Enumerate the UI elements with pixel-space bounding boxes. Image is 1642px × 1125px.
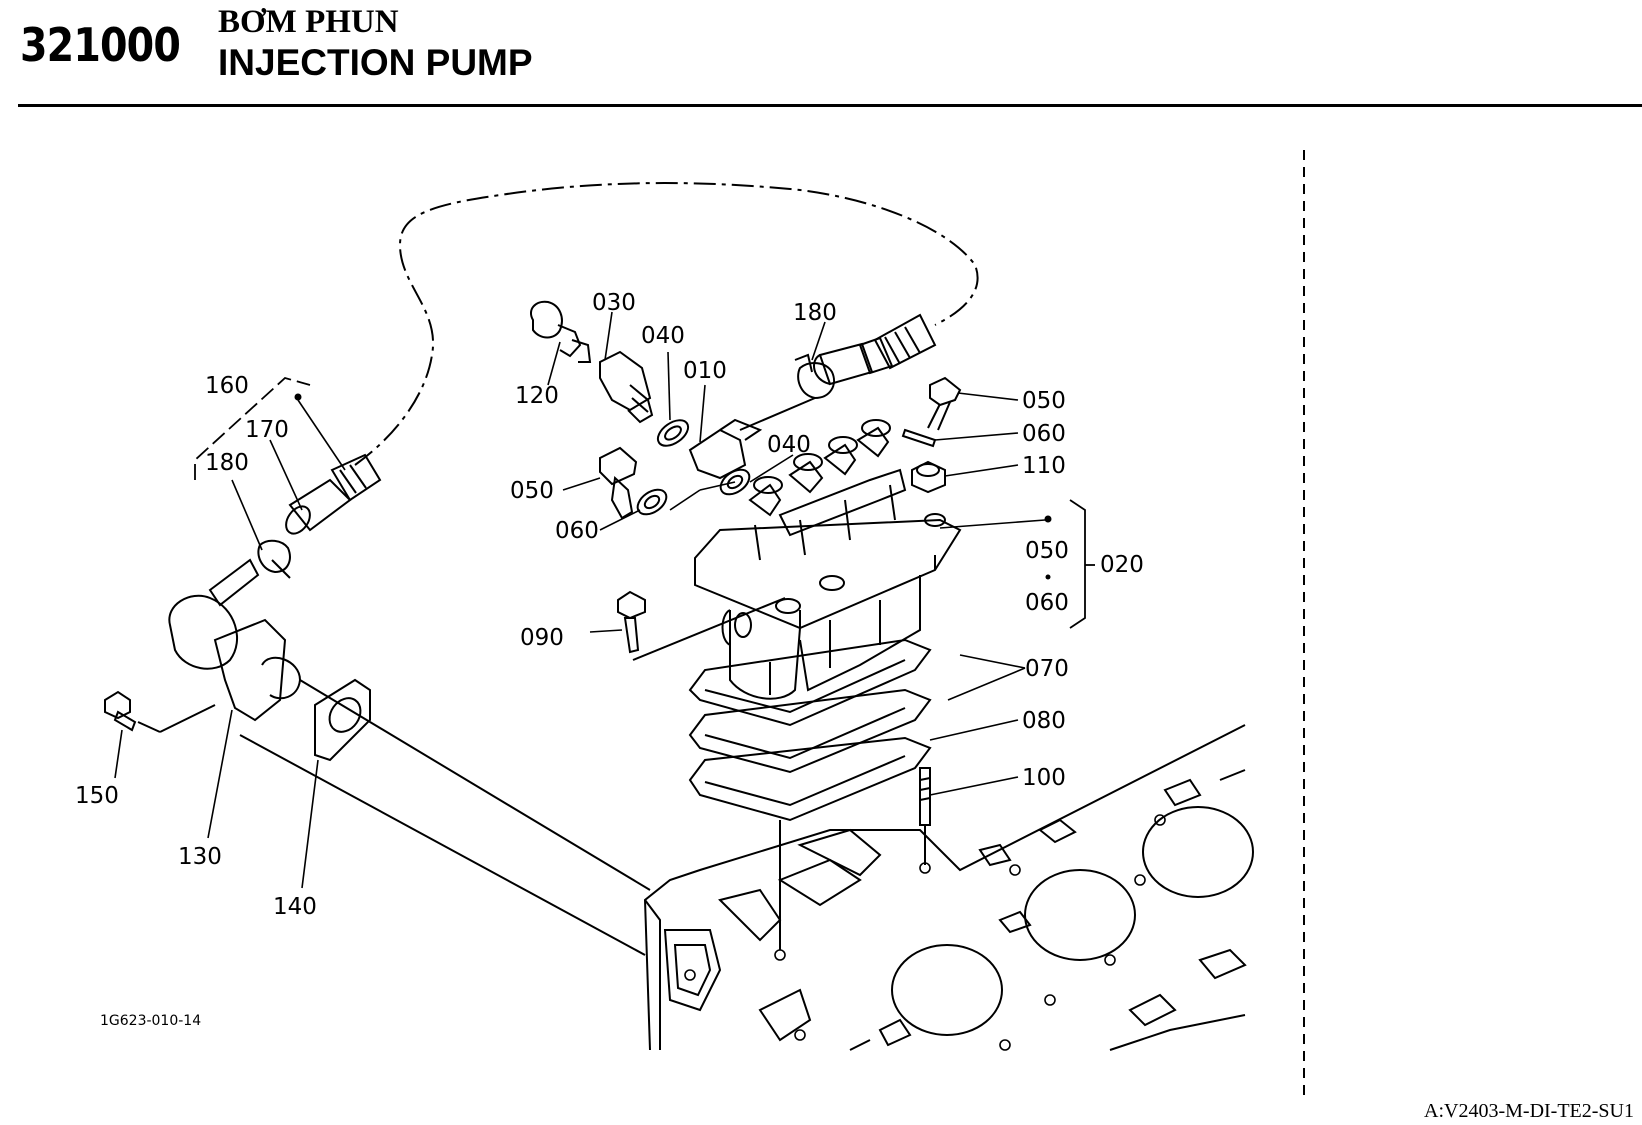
label-060-left: 060 — [555, 518, 599, 544]
bracket-020 — [1069, 499, 1086, 629]
label-040-upper: 040 — [641, 323, 685, 349]
clip-180-lower — [257, 539, 291, 579]
label-170: 170 — [245, 417, 289, 443]
label-140: 140 — [273, 894, 317, 920]
cable-end-upper — [813, 313, 937, 386]
engine-block — [643, 724, 1254, 1051]
label-090: 090 — [520, 625, 564, 651]
label-160: 160 — [205, 373, 249, 399]
label-180-lower: 180 — [205, 450, 249, 476]
delivery-valves — [748, 419, 907, 561]
gasket-140 — [314, 678, 371, 762]
label-050-right: 050 — [1022, 388, 1066, 414]
bracket-160 — [194, 376, 311, 480]
dot-marker — [1045, 574, 1051, 580]
bolt-150 — [104, 690, 137, 732]
fitting-030 — [599, 350, 654, 424]
label-130: 130 — [178, 844, 222, 870]
washer-060-right — [901, 428, 937, 448]
label-070: 070 — [1025, 656, 1069, 682]
cable-loop — [354, 182, 979, 466]
dot-marker — [1044, 515, 1052, 523]
block-holes — [684, 814, 1166, 1051]
fitting-010 — [688, 418, 763, 480]
gasket-080 — [688, 736, 932, 822]
label-040-lower: 040 — [767, 432, 811, 458]
washer-040-lower — [719, 468, 751, 496]
header-rule — [18, 104, 1642, 107]
figure-number: 1G623-010-14 — [100, 1013, 201, 1029]
label-080: 080 — [1022, 708, 1066, 734]
label-010: 010 — [683, 358, 727, 384]
section-code: 321000 — [20, 18, 181, 72]
label-120: 120 — [515, 383, 559, 409]
label-110: 110 — [1022, 453, 1066, 479]
banjo-fitting-120 — [529, 300, 592, 363]
clip-180-upper — [794, 353, 835, 400]
label-150: 150 — [75, 783, 119, 809]
label-060-set: 060 — [1025, 590, 1069, 616]
title-vietnamese: BƠM PHUN — [218, 4, 399, 40]
stop-solenoid-130 — [168, 558, 302, 722]
washer-060-left — [636, 488, 668, 516]
gasket-070-lower — [688, 688, 932, 774]
label-100: 100 — [1022, 765, 1066, 791]
label-050-set: 050 — [1025, 538, 1069, 564]
label-030: 030 — [592, 290, 636, 316]
label-180-upper: 180 — [793, 300, 837, 326]
bolt-090 — [617, 590, 646, 654]
reference-code: A:V2403-M-DI-TE2-SU1 — [1424, 1100, 1634, 1122]
leader-lines — [114, 311, 1046, 889]
nut-110 — [911, 460, 946, 494]
bolt-050-left — [599, 446, 638, 520]
injection-pump-body — [694, 513, 962, 700]
stud-100 — [919, 767, 931, 826]
label-020: 020 — [1100, 552, 1144, 578]
cable-end-lower — [285, 453, 382, 535]
bolt-050-right — [927, 376, 962, 431]
label-060-right: 060 — [1022, 421, 1066, 447]
label-050-left: 050 — [510, 478, 554, 504]
gasket-070-upper — [688, 638, 932, 727]
dot-marker — [294, 393, 302, 401]
washer-040-upper — [656, 419, 690, 447]
title-english: INJECTION PUMP — [218, 42, 533, 83]
